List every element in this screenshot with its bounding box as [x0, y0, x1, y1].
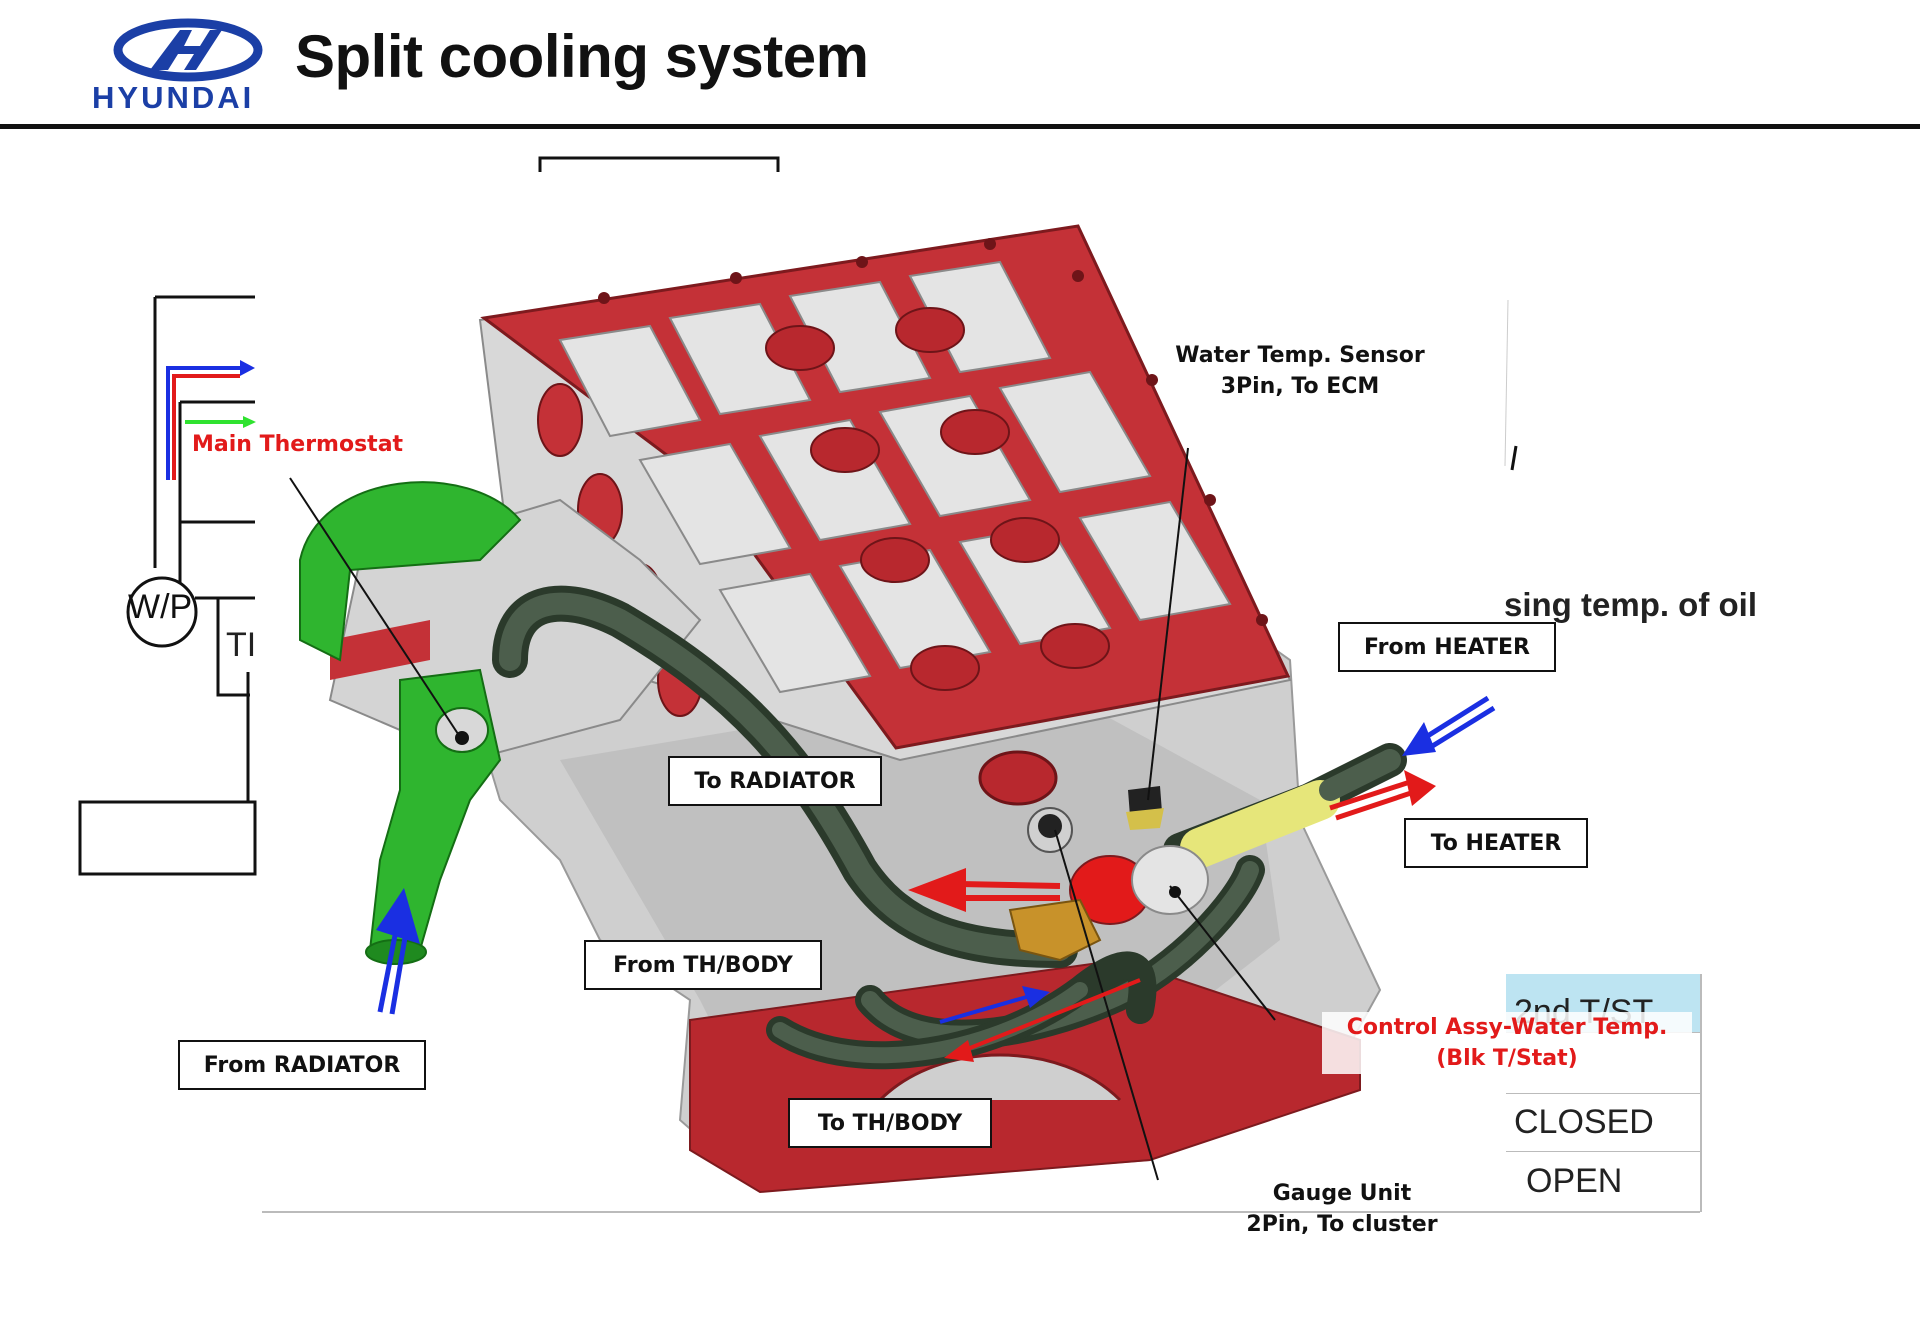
flow-line-red [172, 374, 240, 480]
leader-point [455, 731, 469, 745]
oil-temp-text: sing temp. of oil [1504, 586, 1757, 623]
header-divider [0, 124, 1920, 129]
to-heater-label: To HEATER [1404, 818, 1588, 868]
leader-lines [289, 447, 1276, 1181]
flow-arrows [376, 695, 1496, 1062]
arrow-left-icon [944, 1040, 974, 1062]
arrow-right-icon [243, 416, 256, 428]
background-schematic [78, 295, 257, 876]
table-cell-closed: CLOSED [1506, 1094, 1702, 1152]
arrow-right-icon [240, 360, 255, 376]
hyundai-logo [88, 16, 288, 116]
engine-assembly [299, 224, 1407, 1194]
leader-point [1169, 886, 1181, 898]
arrow-left-icon [908, 868, 966, 912]
water-pump-label: W/P [128, 588, 193, 626]
hyundai-emblem-icon [113, 18, 263, 82]
to-radiator-label: To RADIATOR [668, 756, 882, 806]
arrow-down-left-icon [1402, 722, 1436, 756]
from-th-body-label: From TH/BODY [584, 940, 822, 990]
control-assy-label: Control Assy-Water Temp. (Blk T/Stat) [1322, 1012, 1692, 1074]
gauge-unit-label: Gauge Unit 2Pin, To cluster [1246, 1181, 1438, 1237]
background-bracket [538, 156, 780, 172]
thermostat-fragment-label: TI [226, 626, 257, 664]
from-radiator-label: From RADIATOR [178, 1040, 426, 1090]
brand-name: HYUNDAI [92, 80, 255, 115]
arrow-up-icon [376, 888, 420, 944]
water-temp-sensor-label: Water Temp. Sensor 3Pin, To ECM [1175, 343, 1425, 399]
arrow-right-icon [1404, 770, 1436, 806]
to-th-body-label: To TH/BODY [788, 1098, 992, 1148]
table-cell-open: OPEN [1506, 1152, 1702, 1212]
from-heater-label: From HEATER [1338, 622, 1556, 672]
main-thermostat-label: Main Thermostat [192, 432, 404, 457]
arrow-right-icon [1022, 986, 1050, 1008]
flow-line-blue [166, 366, 240, 480]
water-pump-symbol [126, 576, 198, 648]
background-tick [1510, 445, 1518, 471]
page-title: Split cooling system [295, 23, 869, 90]
